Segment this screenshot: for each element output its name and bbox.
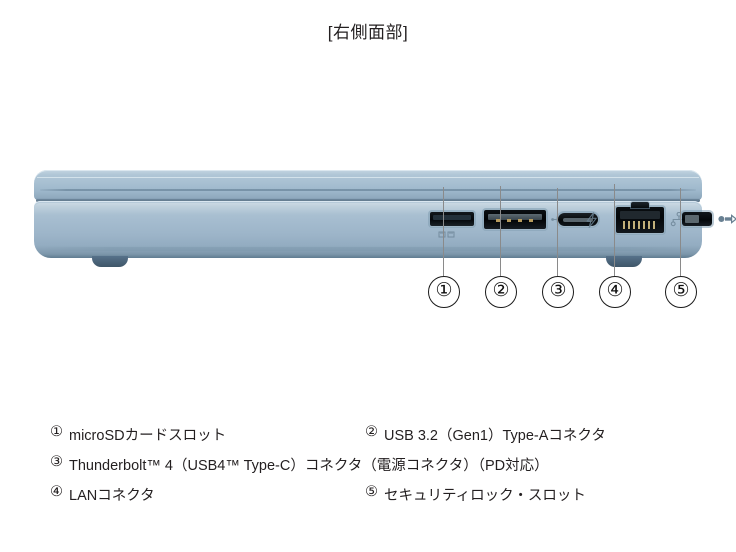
callout-badge-2: ② bbox=[485, 276, 517, 308]
legend-item-5: ⑤ セキュリティロック・スロット bbox=[365, 484, 700, 505]
legend-item-2: ② USB 3.2（Gen1）Type-Aコネクタ bbox=[365, 424, 700, 445]
security-lock-slot-port[interactable] bbox=[682, 212, 712, 226]
legend-row-2: ③ Thunderbolt™ 4（USB4™ Type-C）コネクタ（電源コネク… bbox=[50, 454, 700, 475]
figure-title: [右側面部] bbox=[327, 23, 409, 42]
legend-label-1: microSDカードスロット bbox=[69, 428, 227, 444]
legend-number-4: ④ bbox=[50, 484, 63, 500]
usb-c-thunderbolt-port[interactable] bbox=[558, 213, 598, 226]
usb-a-port[interactable] bbox=[484, 210, 546, 229]
lid-seam bbox=[40, 189, 696, 191]
security-lock-icon bbox=[718, 214, 736, 224]
legend-label-4: LANコネクタ bbox=[69, 488, 155, 504]
lid-base-gap bbox=[36, 199, 700, 202]
microsd-card-icon bbox=[438, 230, 458, 239]
laptop-lid bbox=[34, 170, 702, 200]
base-highlight bbox=[34, 203, 702, 215]
legend-number-3: ③ bbox=[50, 454, 63, 470]
leader-line-5 bbox=[680, 188, 681, 276]
usb-c-tongue bbox=[563, 217, 593, 222]
callout-badge-3: ③ bbox=[542, 276, 574, 308]
legend-number-2: ② bbox=[365, 424, 378, 440]
callout-badge-1: ① bbox=[428, 276, 460, 308]
rubber-foot-right bbox=[606, 256, 642, 267]
legend: ① microSDカードスロット ② USB 3.2（Gen1）Type-Aコネ… bbox=[50, 424, 700, 514]
usb-a-tongue bbox=[488, 214, 542, 222]
lan-rj45-port[interactable] bbox=[616, 202, 664, 233]
legend-row-1: ① microSDカードスロット ② USB 3.2（Gen1）Type-Aコネ… bbox=[50, 424, 700, 445]
microsd-slot-interior bbox=[433, 215, 471, 220]
legend-item-4: ④ LANコネクタ bbox=[50, 484, 365, 505]
thunderbolt-icon bbox=[585, 212, 599, 228]
legend-item-1: ① microSDカードスロット bbox=[50, 424, 365, 445]
lid-highlight-line bbox=[37, 177, 699, 178]
laptop-illustration bbox=[0, 150, 736, 290]
leader-line-3 bbox=[557, 188, 558, 276]
rj45-latch-notch bbox=[631, 202, 649, 208]
leader-line-4 bbox=[614, 184, 615, 276]
laptop-body bbox=[34, 170, 736, 267]
lock-slot-interior bbox=[685, 215, 699, 223]
legend-number-5: ⑤ bbox=[365, 484, 378, 500]
leader-line-2 bbox=[500, 186, 501, 276]
microsd-card-slot-port[interactable] bbox=[430, 212, 474, 226]
legend-row-3: ④ LANコネクタ ⑤ セキュリティロック・スロット bbox=[50, 484, 700, 505]
leader-line-1 bbox=[443, 187, 444, 276]
callout-badge-5: ⑤ bbox=[665, 276, 697, 308]
callout-badge-4: ④ bbox=[599, 276, 631, 308]
legend-label-3: Thunderbolt™ 4（USB4™ Type-C）コネクタ（電源コネクタ）… bbox=[69, 458, 549, 474]
legend-item-3: ③ Thunderbolt™ 4（USB4™ Type-C）コネクタ（電源コネク… bbox=[50, 454, 700, 475]
usb-a-pins bbox=[496, 219, 534, 222]
legend-label-5: セキュリティロック・スロット bbox=[384, 488, 586, 504]
rubber-foot-left bbox=[92, 256, 128, 267]
base-shadow-band bbox=[44, 247, 692, 251]
rj45-interior bbox=[620, 211, 660, 219]
legend-label-2: USB 3.2（Gen1）Type-Aコネクタ bbox=[384, 428, 606, 444]
legend-number-1: ① bbox=[50, 424, 63, 440]
rj45-pins bbox=[623, 221, 657, 229]
laptop-base bbox=[34, 201, 736, 267]
